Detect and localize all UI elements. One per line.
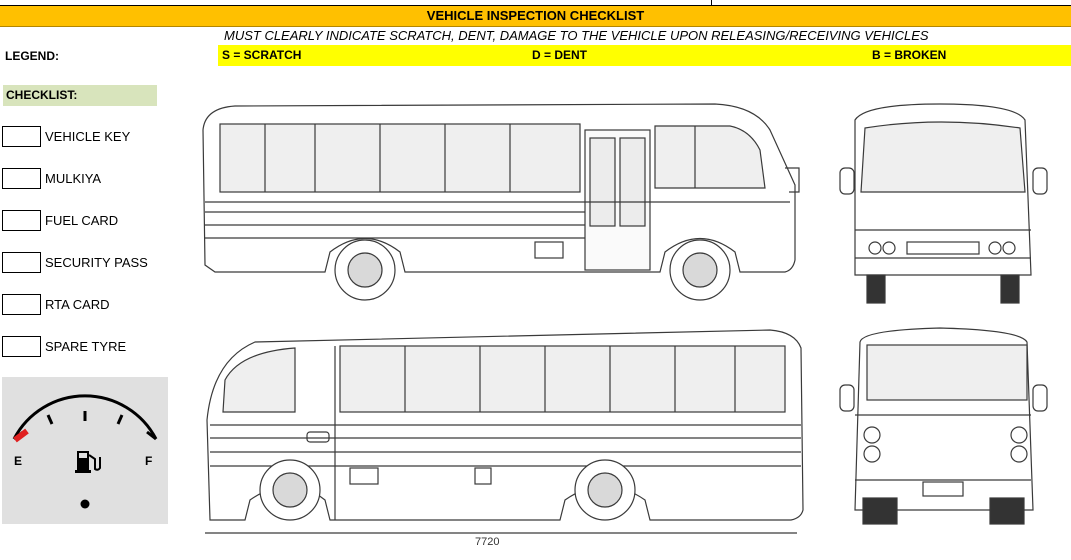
checklist-item-label: SECURITY PASS <box>45 255 148 270</box>
bus-rear-view <box>839 327 1048 525</box>
vehicle-diagram[interactable]: 7720 <box>195 90 1071 560</box>
inspection-instruction: MUST CLEARLY INDICATE SCRATCH, DENT, DAM… <box>224 28 929 43</box>
checklist-item-vehicle-key: VEHICLE KEY <box>2 126 202 148</box>
checklist-item-label: MULKIYA <box>45 171 102 186</box>
legend-bar: S = SCRATCH D = DENT B = BROKEN <box>218 45 1071 66</box>
legend-item-broken: B = BROKEN <box>872 48 947 62</box>
fuel-empty-label: E <box>14 454 22 468</box>
fuel-needle <box>13 428 29 443</box>
bus-front-view <box>839 103 1048 304</box>
page-title: VEHICLE INSPECTION CHECKLIST <box>0 6 1071 27</box>
checkbox-vehicle-key[interactable] <box>2 126 41 147</box>
vehicle-length-label: 7720 <box>475 536 499 548</box>
checklist-item-security-pass: SECURITY PASS <box>2 252 202 274</box>
checkbox-rta-card[interactable] <box>2 294 41 315</box>
checklist-item-mulkiya: MULKIYA <box>2 168 202 190</box>
top-border <box>0 0 1071 6</box>
bus-side-view-left <box>205 329 804 534</box>
checkbox-spare-tyre[interactable] <box>2 336 41 357</box>
checklist-item-label: RTA CARD <box>45 297 110 312</box>
fuel-gauge[interactable]: E F <box>2 377 168 524</box>
checklist-item-fuel-card: FUEL CARD <box>2 210 202 232</box>
legend-item-dent: D = DENT <box>532 48 588 62</box>
checkbox-mulkiya[interactable] <box>2 168 41 189</box>
bus-side-view-right <box>202 103 800 301</box>
checkbox-security-pass[interactable] <box>2 252 41 273</box>
checklist-item-label: FUEL CARD <box>45 213 119 228</box>
legend-label: LEGEND: <box>5 49 59 63</box>
checklist-item-spare-tyre: SPARE TYRE <box>2 336 202 358</box>
checkbox-fuel-card[interactable] <box>2 210 41 231</box>
checklist-item-rta-card: RTA CARD <box>2 294 202 316</box>
legend-item-scratch: S = SCRATCH <box>222 48 302 62</box>
checklist-item-label: SPARE TYRE <box>45 339 127 354</box>
fuel-pump-icon <box>75 451 101 473</box>
checklist-item-label: VEHICLE KEY <box>45 129 131 144</box>
fuel-full-label: F <box>145 454 152 468</box>
checklist-heading: CHECKLIST: <box>3 85 157 106</box>
